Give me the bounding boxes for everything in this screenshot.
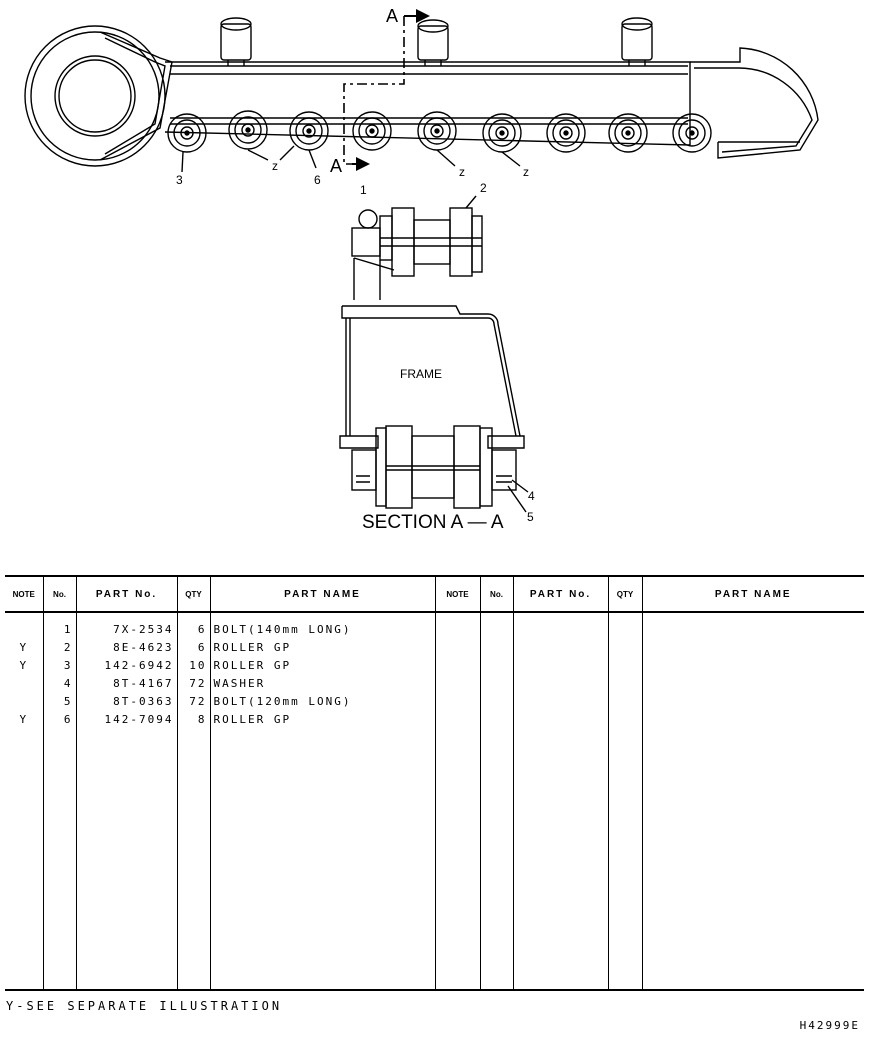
qty-cell: 72 xyxy=(176,693,211,711)
header-part-name: PART NAME xyxy=(210,575,436,613)
part-number-cell: 8T-0363 xyxy=(75,693,178,711)
track-frame xyxy=(164,47,819,159)
table-row: 1 7X-2534 6 BOLT(140mm LONG) xyxy=(5,612,864,639)
callout-5: 5 xyxy=(527,510,534,524)
callout-z: z xyxy=(272,159,278,173)
note-cell xyxy=(5,675,44,693)
section-arrow-top xyxy=(404,9,430,23)
qty-cell: 72 xyxy=(176,675,211,693)
callout-2: 2 xyxy=(480,181,487,195)
table-filler-row xyxy=(5,729,864,991)
parts-list-table: NOTE No. PART No. QTY PART NAME NOTE No.… xyxy=(5,575,864,991)
track-roller-section xyxy=(351,425,529,513)
part-number-cell: 8T-4167 xyxy=(75,675,178,693)
note-cell xyxy=(5,693,44,711)
section-cut-line xyxy=(343,16,405,165)
note-cell: Y xyxy=(5,657,44,675)
header-qty: QTY xyxy=(177,575,211,613)
callout-1: 1 xyxy=(360,183,367,197)
part-number-cell: 142-7094 xyxy=(75,711,178,729)
table-row: Y 3 142-6942 10 ROLLER GP xyxy=(5,657,864,675)
table-row: Y 2 8E-4623 6 ROLLER GP xyxy=(5,639,864,657)
note-cell: Y xyxy=(5,711,44,729)
header-no: No. xyxy=(43,575,77,613)
section-marker-top: A xyxy=(386,6,398,26)
frame-label: FRAME xyxy=(400,367,442,381)
qty-cell: 8 xyxy=(176,711,211,729)
item-number-cell: 2 xyxy=(42,639,77,657)
header-qty: QTY xyxy=(608,575,643,613)
drawing-number: H42999E xyxy=(799,1019,860,1032)
item-number-cell: 6 xyxy=(42,711,77,729)
qty-cell: 10 xyxy=(176,657,211,675)
header-no: No. xyxy=(480,575,514,613)
part-name-cell: ROLLER GP xyxy=(209,711,436,729)
part-name-cell: BOLT(120mm LONG) xyxy=(209,693,436,711)
callout-4: 4 xyxy=(528,489,535,503)
note-cell: Y xyxy=(5,639,44,657)
table-row: 5 8T-0363 72 BOLT(120mm LONG) xyxy=(5,693,864,711)
part-name-cell: BOLT(140mm LONG) xyxy=(209,612,436,639)
table-row: Y 6 142-7094 8 ROLLER GP xyxy=(5,711,864,729)
frame-section xyxy=(339,305,525,449)
section-title: SECTION A — A xyxy=(362,512,504,533)
section-arrow-bottom xyxy=(352,157,370,171)
item-number-cell: 4 xyxy=(42,675,77,693)
front-idler xyxy=(24,25,173,167)
part-name-cell: WASHER xyxy=(209,675,436,693)
footnote: Y-SEE SEPARATE ILLUSTRATION xyxy=(6,999,283,1013)
carrier-rollers xyxy=(220,17,653,66)
part-name-cell: ROLLER GP xyxy=(209,657,436,675)
section-marker-bottom: A xyxy=(330,156,342,176)
qty-cell: 6 xyxy=(176,639,211,657)
header-part-no: PART No. xyxy=(76,575,178,613)
callout-z: z xyxy=(459,165,465,179)
item-number-cell: 1 xyxy=(42,612,77,639)
header-note: NOTE xyxy=(5,575,44,613)
qty-cell: 6 xyxy=(176,612,211,639)
callout-6: 6 xyxy=(314,173,321,187)
item-number-cell: 5 xyxy=(42,693,77,711)
callout-z: z xyxy=(523,165,529,179)
header-note: NOTE xyxy=(435,575,481,613)
header-part-no: PART No. xyxy=(513,575,609,613)
part-number-cell: 8E-4623 xyxy=(75,639,178,657)
part-name-cell: ROLLER GP xyxy=(209,639,436,657)
item-number-cell: 3 xyxy=(42,657,77,675)
track-roller-frame-drawing: A A 3 z 6 z z xyxy=(24,6,819,533)
part-number-cell: 7X-2534 xyxy=(75,612,178,639)
part-number-cell: 142-6942 xyxy=(75,657,178,675)
table-row: 4 8T-4167 72 WASHER xyxy=(5,675,864,693)
track-rollers xyxy=(167,110,712,153)
header-part-name: PART NAME xyxy=(642,575,864,613)
note-cell xyxy=(5,612,44,639)
carrier-roller-section xyxy=(351,195,483,300)
callout-3: 3 xyxy=(176,173,183,187)
